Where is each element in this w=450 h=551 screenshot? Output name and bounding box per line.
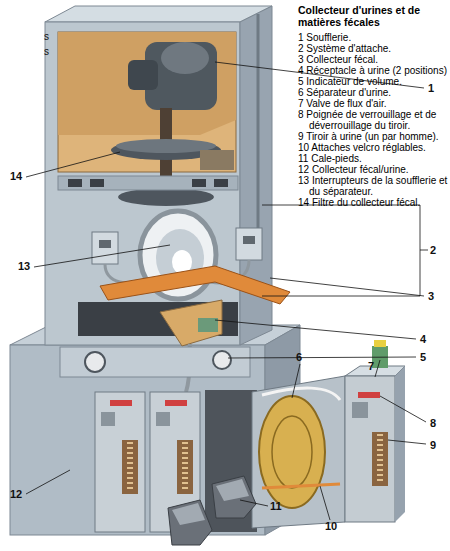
callout-number: 12 xyxy=(10,488,22,500)
leader-line xyxy=(320,486,330,520)
foot-restraint xyxy=(168,500,212,545)
diagram-title: Collecteur d'urines et de matières fécal… xyxy=(298,4,448,28)
drawer-front xyxy=(345,376,395,522)
legend-item: 1 Soufflerie. xyxy=(298,32,448,43)
leader-line xyxy=(270,278,424,296)
drawer-end xyxy=(395,366,405,522)
drawer-panel xyxy=(177,440,193,494)
leader-line xyxy=(26,470,70,494)
callout-number: 11 xyxy=(270,500,282,512)
text-fragment: s xyxy=(44,31,49,43)
blower-housing xyxy=(161,42,209,74)
foot-restraint-top xyxy=(172,503,205,525)
leader-line xyxy=(292,364,300,398)
foot-restraint xyxy=(212,476,256,518)
drawer-handle xyxy=(358,392,380,398)
velcro-strap xyxy=(262,484,340,488)
gauge-panel xyxy=(60,347,250,377)
leader-line xyxy=(215,320,416,339)
legend-item: 4 Réceptacle à urine (2 positions) xyxy=(298,65,448,76)
blower-outlet xyxy=(128,60,158,90)
callout-number: 14 xyxy=(10,170,22,182)
base-disc xyxy=(118,188,214,206)
callout-number: 9 xyxy=(430,439,436,451)
vent-slot xyxy=(68,179,82,187)
callout-number: 3 xyxy=(428,290,434,302)
legend-item: 9 Tiroir à urine (un par homme). xyxy=(298,131,448,142)
drawer-label xyxy=(101,412,115,426)
leader-line xyxy=(420,250,428,251)
leader-line xyxy=(34,245,170,267)
callout-number: 2 xyxy=(430,244,436,256)
drawer-panel xyxy=(372,432,388,486)
legend-list: Collecteur d'urines et de matières fécal… xyxy=(298,4,448,208)
legend-item: 5 Indicateur de volume. xyxy=(298,76,448,87)
switch xyxy=(99,240,111,248)
legend-item: 11 Cale-pieds. xyxy=(298,153,448,164)
restraint-strap xyxy=(100,266,290,304)
panel-ribs xyxy=(127,442,133,492)
legend-item: 14 Filtre du collecteur fécal. xyxy=(298,197,448,208)
switch xyxy=(243,236,255,244)
callout-number: 13 xyxy=(18,260,30,272)
callout-number: 1 xyxy=(428,82,434,94)
drawer-panel xyxy=(122,440,138,494)
urine-separator xyxy=(259,396,325,508)
callout-number: 6 xyxy=(296,351,302,363)
bracket xyxy=(262,205,420,296)
cutaway-back-wall xyxy=(58,32,236,135)
switch-box xyxy=(236,228,262,260)
callout-number: 7 xyxy=(368,360,374,372)
vent-slot xyxy=(90,179,104,187)
volume-gauge xyxy=(85,352,105,372)
legend-item: 8 Poignée de verrouillage et de déverrou… xyxy=(298,109,448,131)
leader-line xyxy=(26,152,120,177)
legend-item: 3 Collecteur fécal. xyxy=(298,54,448,65)
leader-line xyxy=(240,500,268,506)
panel-ribs xyxy=(182,442,188,492)
drawer-label xyxy=(352,402,368,418)
foot-restraint-top xyxy=(216,479,249,501)
legend-item: 7 Valve de flux d'air. xyxy=(298,98,448,109)
urine-drawer xyxy=(95,392,145,532)
base-front xyxy=(10,345,265,535)
leader-line xyxy=(380,396,426,422)
legend-item: 12 Collecteur fécal/urine. xyxy=(298,164,448,175)
legend-item: 6 Séparateur d'urine. xyxy=(298,87,448,98)
side-rail xyxy=(257,14,260,235)
volume-gauge xyxy=(213,351,231,369)
leader-line xyxy=(388,440,426,444)
leader-line xyxy=(375,360,380,377)
vent-strip xyxy=(58,176,238,190)
vent-slot xyxy=(214,179,228,187)
switch-box xyxy=(92,232,118,264)
text-fragment: s xyxy=(44,46,49,58)
vent-slot xyxy=(192,179,206,187)
rear-unit xyxy=(200,150,234,170)
callout-number: 10 xyxy=(325,520,337,532)
callout-number: 5 xyxy=(420,351,426,363)
callout-number: 4 xyxy=(420,333,426,345)
legend-item: 2 Système d'attache. xyxy=(298,43,448,54)
callout-number: 8 xyxy=(430,417,436,429)
separator-tube xyxy=(262,388,340,400)
drawer-handle xyxy=(110,400,132,406)
empty-drawer-slot xyxy=(205,390,257,532)
drawer-handle xyxy=(165,400,187,406)
legend-item: 13 Interrupteurs de la soufflerie et du … xyxy=(298,175,448,197)
urine-receptacle xyxy=(160,300,222,346)
leader-line xyxy=(228,357,416,358)
cutaway-interior xyxy=(58,32,236,172)
valve-cap xyxy=(374,340,386,347)
panel-ribs xyxy=(377,434,383,484)
tower-top xyxy=(45,6,272,22)
legend-item: 10 Attaches velcro réglables. xyxy=(298,142,448,153)
tower-front xyxy=(45,22,240,345)
drawer-label xyxy=(156,412,170,426)
separator-ring xyxy=(272,416,312,488)
